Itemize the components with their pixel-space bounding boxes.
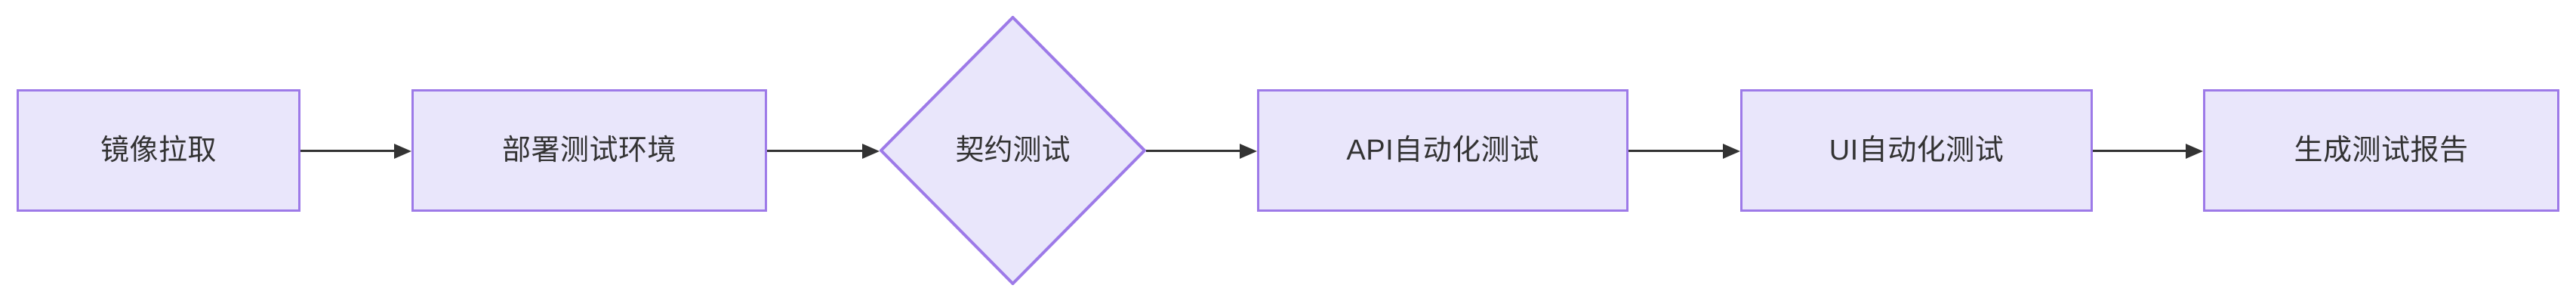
flow-node-label: UI自动化测试 — [1829, 135, 2004, 166]
flow-node-label: 部署测试环境 — [501, 135, 676, 166]
flow-node-process[interactable]: API自动化测试 — [1257, 89, 1628, 212]
flow-node-process[interactable]: UI自动化测试 — [1740, 89, 2093, 212]
flow-node-label: 契约测试 — [955, 135, 1071, 166]
arrow-line — [1146, 150, 1242, 152]
flow-node-label: 镜像拉取 — [100, 135, 217, 166]
diamond-shape — [880, 16, 1146, 285]
arrow-head-icon — [2186, 144, 2203, 159]
arrow-head-icon — [1723, 144, 1740, 159]
arrow-line — [767, 150, 864, 152]
flow-node-label: 生成测试报告 — [2294, 135, 2469, 166]
flow-node-process[interactable]: 生成测试报告 — [2203, 89, 2559, 212]
arrow-line — [300, 150, 396, 152]
arrow-head-icon — [394, 144, 411, 159]
arrow-line — [1628, 150, 1725, 152]
flow-node-process[interactable]: 镜像拉取 — [17, 89, 300, 212]
arrow-head-icon — [862, 144, 880, 159]
arrow-head-icon — [1240, 144, 1257, 159]
flow-node-label: API自动化测试 — [1346, 135, 1539, 166]
arrow-line — [2093, 150, 2188, 152]
flow-node-decision[interactable]: 契约测试 — [880, 16, 1146, 285]
flow-node-process[interactable]: 部署测试环境 — [411, 89, 767, 212]
